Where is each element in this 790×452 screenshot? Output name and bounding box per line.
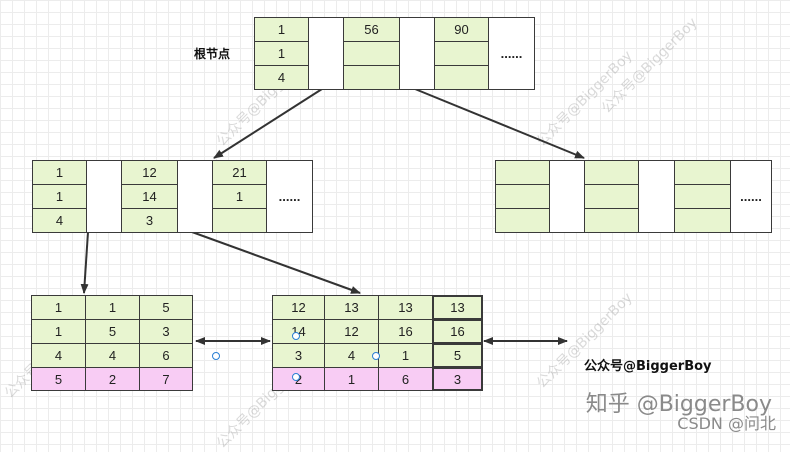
root-key-cell: 1 bbox=[254, 17, 309, 42]
mid-left-key-cell: 3 bbox=[121, 208, 178, 233]
leaf-left-cell: 3 bbox=[139, 319, 193, 344]
leaf-right-cell: 12 bbox=[324, 319, 379, 344]
zhihu-watermark: 知乎 @BiggerBoy bbox=[585, 392, 772, 417]
root-key-cell: 4 bbox=[254, 65, 309, 90]
root-key-cell bbox=[343, 65, 400, 90]
root-ellipsis-cell: ...... bbox=[488, 17, 535, 90]
leaf-right-cell: 3 bbox=[432, 367, 483, 391]
connection-point-marker[interactable] bbox=[212, 352, 220, 360]
mid-left-ellipsis-cell: ...... bbox=[266, 160, 313, 233]
leaf-left-cell: 1 bbox=[31, 319, 86, 344]
mid-right-key-cell bbox=[495, 160, 550, 185]
mid-right-key-cell bbox=[674, 208, 731, 233]
leaf-right-cell: 14 bbox=[272, 319, 325, 344]
leaf-right-cell: 13 bbox=[432, 295, 483, 320]
mid-left-key-cell: 1 bbox=[212, 184, 267, 209]
root-node-label: 根节点 bbox=[194, 47, 231, 61]
root-node: 1 1 4 56 90 ...... bbox=[254, 17, 535, 90]
leaf-right-cell: 16 bbox=[378, 319, 433, 344]
leaf-right-cell: 12 bbox=[272, 295, 325, 320]
leaf-left-cell: 1 bbox=[85, 295, 140, 320]
mid-right-key-cell bbox=[584, 160, 639, 185]
mid-left-node: 1 1 4 12 14 3 21 1 ...... bbox=[32, 160, 313, 233]
mid-right-key-cell bbox=[674, 160, 731, 185]
leaf-right-cell: 16 bbox=[432, 319, 483, 344]
arrows-layer bbox=[80, 88, 585, 345]
leaf-right-cell: 1 bbox=[324, 367, 379, 391]
leaf-left-cell: 4 bbox=[31, 343, 86, 368]
csdn-watermark: CSDN @问北 bbox=[677, 414, 776, 433]
mid-left-key-cell: 1 bbox=[32, 184, 87, 209]
leaf-left-cell: 7 bbox=[139, 367, 193, 391]
leaf-right-cell: 5 bbox=[432, 343, 483, 368]
leaf-right-cell: 13 bbox=[378, 295, 433, 320]
root-to-mid-left-arrow bbox=[213, 88, 323, 159]
leaf-left-cell: 6 bbox=[139, 343, 193, 368]
mid-right-key-cell bbox=[584, 184, 639, 209]
mid-left-key-cell bbox=[212, 208, 267, 233]
root-key-cell: 56 bbox=[343, 17, 400, 42]
mid-right-pointer-cell bbox=[549, 160, 585, 233]
mid-left-to-leaf-right-arrow bbox=[191, 231, 361, 294]
leaf-right-cell: 1 bbox=[378, 343, 433, 368]
leaf-left-cell: 5 bbox=[139, 295, 193, 320]
mid-left-key-cell: 21 bbox=[212, 160, 267, 185]
leaf-right-cell: 4 bbox=[324, 343, 379, 368]
root-pointer-cell bbox=[399, 17, 435, 90]
connection-point-marker[interactable] bbox=[372, 352, 380, 360]
mid-right-ellipsis-cell: ...... bbox=[730, 160, 772, 233]
mid-right-key-cell bbox=[584, 208, 639, 233]
mid-left-key-cell: 14 bbox=[121, 184, 178, 209]
connection-point-marker[interactable] bbox=[292, 373, 300, 381]
mid-right-key-cell bbox=[495, 208, 550, 233]
leaf-right-cell: 13 bbox=[324, 295, 379, 320]
root-to-mid-right-arrow bbox=[414, 88, 585, 159]
mid-right-key-cell bbox=[674, 184, 731, 209]
leaf-left-cell: 5 bbox=[31, 367, 86, 391]
root-key-cell bbox=[434, 65, 489, 90]
leaf-right-cell: 6 bbox=[378, 367, 433, 391]
leaf-left-cell: 4 bbox=[85, 343, 140, 368]
leaf-right-cell: 2 bbox=[272, 367, 325, 391]
mid-left-key-cell: 12 bbox=[121, 160, 178, 185]
root-pointer-cell bbox=[308, 17, 344, 90]
mid-right-node: ...... bbox=[495, 160, 772, 233]
root-key-cell bbox=[343, 41, 400, 66]
mid-right-pointer-cell bbox=[638, 160, 675, 233]
leaf-left-cell: 2 bbox=[85, 367, 140, 391]
root-key-cell bbox=[434, 41, 489, 66]
brand-label: 公众号@BiggerBoy bbox=[584, 359, 712, 374]
root-key-cell: 1 bbox=[254, 41, 309, 66]
leaf-left-cell: 5 bbox=[85, 319, 140, 344]
mid-left-key-cell: 4 bbox=[32, 208, 87, 233]
mid-left-to-leaf-left-arrow bbox=[80, 231, 89, 294]
leaf-right-cell: 3 bbox=[272, 343, 325, 368]
mid-left-pointer-cell bbox=[177, 160, 213, 233]
mid-left-pointer-cell bbox=[86, 160, 122, 233]
mid-left-key-cell: 1 bbox=[32, 160, 87, 185]
connection-point-marker[interactable] bbox=[292, 332, 300, 340]
root-key-cell: 90 bbox=[434, 17, 489, 42]
mid-right-key-cell bbox=[495, 184, 550, 209]
leaf-right-node: 12 13 13 13 14 12 16 16 3 4 1 5 2 1 6 3 bbox=[272, 295, 483, 391]
leaf-left-node: 1 1 5 1 5 3 4 4 6 5 2 7 bbox=[31, 295, 193, 391]
leaf-left-cell: 1 bbox=[31, 295, 86, 320]
